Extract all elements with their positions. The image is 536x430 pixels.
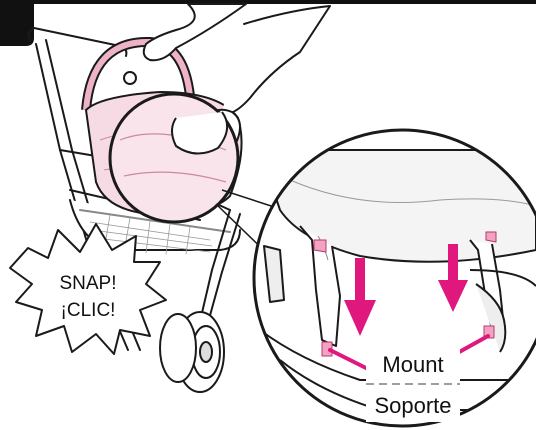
pink-latch-left xyxy=(314,240,326,252)
clic-text: ¡CLIC! xyxy=(61,300,116,321)
pink-latch-right xyxy=(486,232,496,242)
top-black-band xyxy=(0,0,536,4)
snap-text: SNAP! xyxy=(59,273,116,294)
mount-label-es: Soporte xyxy=(374,393,451,418)
magnifier-small xyxy=(110,94,238,222)
mount-label-en: Mount xyxy=(382,352,443,377)
